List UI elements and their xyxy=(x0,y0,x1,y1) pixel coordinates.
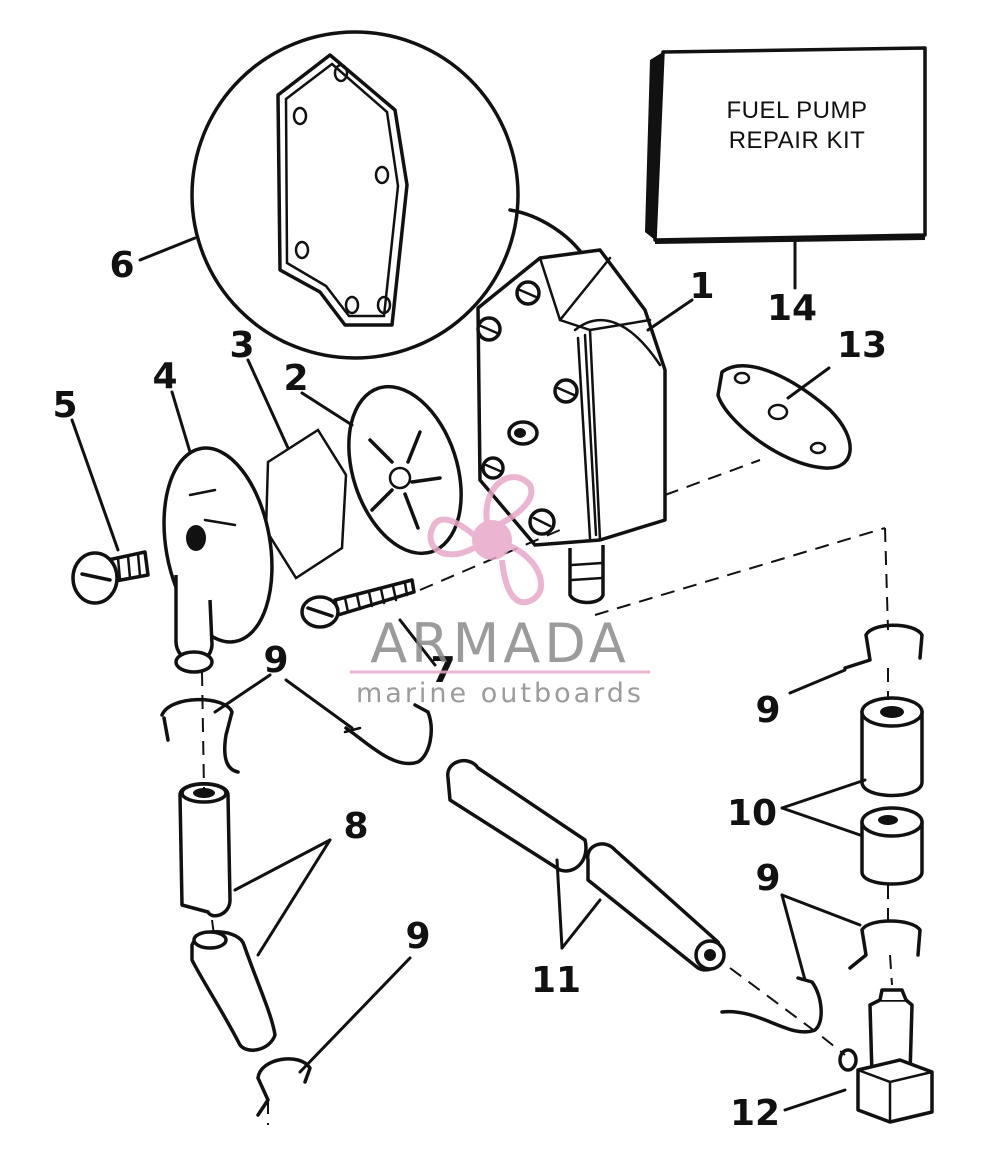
filter-element-lower xyxy=(860,806,924,886)
callout-1: 1 xyxy=(689,266,714,307)
pump-gasket xyxy=(716,364,852,470)
callout-labels: 1 2 3 4 5 6 7 8 9 9 9 9 10 11 12 13 14 xyxy=(52,245,887,1134)
fuel-hose-center-lower xyxy=(586,842,726,972)
callout-9-bottom: 9 xyxy=(405,916,430,957)
long-screw xyxy=(300,578,416,629)
callout-9-right-mid: 9 xyxy=(755,858,780,899)
elbow-fitting xyxy=(838,988,934,1124)
callout-5: 5 xyxy=(52,385,77,426)
callout-4: 4 xyxy=(152,356,177,397)
callout-12: 12 xyxy=(730,1093,780,1134)
watermark-tagline: marine outboards xyxy=(356,678,644,709)
callout-14: 14 xyxy=(767,288,817,329)
callout-11: 11 xyxy=(531,960,581,1001)
hose-clamp-left-top xyxy=(160,697,240,774)
gasket-detail-inset xyxy=(190,30,587,360)
propeller-logo-icon xyxy=(427,474,545,606)
pump-cover xyxy=(162,446,274,674)
callout-2: 2 xyxy=(283,358,308,399)
watermark-brand: ARMADA xyxy=(370,612,630,675)
callout-6: 6 xyxy=(109,245,134,286)
repair-kit-box: FUEL PUMP REPAIR KIT xyxy=(645,46,927,244)
hose-clamp-center xyxy=(343,703,433,766)
watermark: ARMADA marine outboards xyxy=(350,474,650,709)
fuel-hose-center-upper xyxy=(446,758,588,873)
filter-screen xyxy=(264,428,348,580)
callout-9-center: 9 xyxy=(263,640,288,681)
hose-clamp-bottom-left xyxy=(256,1057,312,1117)
hose-clamp-right-mid xyxy=(848,919,922,970)
cover-screw xyxy=(71,550,150,605)
filter-element-upper xyxy=(860,696,924,798)
callout-8: 8 xyxy=(343,806,368,847)
kit-label-line2: REPAIR KIT xyxy=(729,127,866,154)
callout-10: 10 xyxy=(727,793,777,834)
callout-9-right-top: 9 xyxy=(755,690,780,731)
diaphragm-plate xyxy=(347,384,463,556)
callout-13: 13 xyxy=(837,325,887,366)
leader-lines xyxy=(70,236,867,1112)
fuel-hose-left-lower xyxy=(190,930,277,1052)
callout-3: 3 xyxy=(229,325,254,366)
assembly-guide-lines xyxy=(201,459,893,1125)
fuel-pump-body xyxy=(476,248,667,605)
kit-label-line1: FUEL PUMP xyxy=(727,97,868,124)
hose-clamp-right-top xyxy=(843,623,924,670)
fuel-hose-left-upper xyxy=(178,782,232,918)
